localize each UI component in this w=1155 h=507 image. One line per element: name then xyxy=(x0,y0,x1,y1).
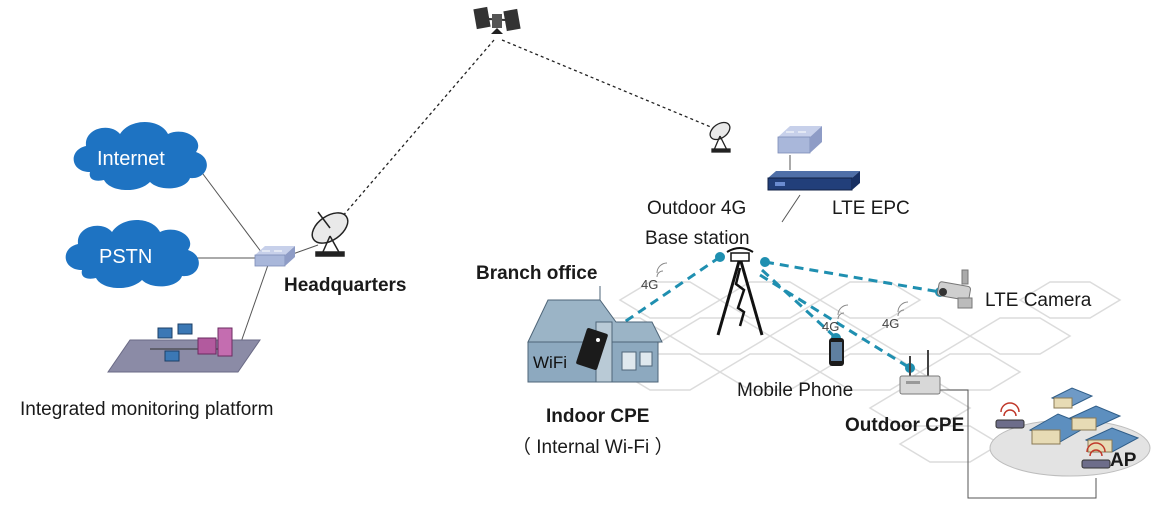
base-station-label: Base station xyxy=(645,228,750,249)
hq-wired-links xyxy=(195,155,1097,499)
internet-cloud: Internet xyxy=(73,122,207,191)
ap-device-icon xyxy=(995,402,1025,429)
outdoor-cpe-label: Outdoor CPE xyxy=(845,415,964,436)
mobile-phone-icon xyxy=(829,338,844,366)
branch-office-label: Branch office xyxy=(476,263,597,284)
lte-epc-label: LTE EPC xyxy=(832,198,910,219)
tag-4g-branch: 4G xyxy=(641,262,668,292)
pstn-cloud: PSTN xyxy=(65,220,199,289)
branch-office-house-icon xyxy=(527,286,663,383)
monitoring-platform-icon xyxy=(107,323,261,373)
lte-epc-server-icon xyxy=(767,171,860,191)
ap-label: AP xyxy=(1110,450,1137,471)
satellite-links xyxy=(334,39,719,226)
svg-text:4G: 4G xyxy=(822,319,839,334)
outdoor-4g-label: Outdoor 4G xyxy=(647,198,746,219)
tag-4g-phone: 4G xyxy=(822,304,849,334)
hq-satellite-dish-icon xyxy=(311,211,349,257)
svg-text:4G: 4G xyxy=(641,277,658,292)
integrated-platform-label: Integrated monitoring platform xyxy=(20,399,273,420)
lte-camera-icon xyxy=(937,269,973,309)
mobile-phone-label: Mobile Phone xyxy=(737,380,853,401)
outdoor-cpe-icon xyxy=(899,350,941,395)
tag-4g-outdoor: 4G xyxy=(882,301,909,331)
indoor-cpe-label: Indoor CPE xyxy=(546,406,649,427)
headquarters-label: Headquarters xyxy=(284,275,407,296)
epc-satellite-dish-icon xyxy=(709,121,731,153)
lte-camera-label: LTE Camera xyxy=(985,290,1092,311)
base-station-tower-icon xyxy=(716,247,764,336)
epc-switch-icon xyxy=(777,126,822,154)
ap-device-icon xyxy=(1081,442,1111,469)
satellite-icon xyxy=(473,6,521,34)
svg-text:PSTN: PSTN xyxy=(99,246,152,268)
svg-text:4G: 4G xyxy=(882,316,899,331)
wifi-text: WiFi xyxy=(533,353,567,372)
svg-text:Internet: Internet xyxy=(97,148,165,170)
internal-wifi-label: （ Internal Wi-Fi ） xyxy=(512,436,674,458)
hq-switch-icon xyxy=(254,246,295,267)
